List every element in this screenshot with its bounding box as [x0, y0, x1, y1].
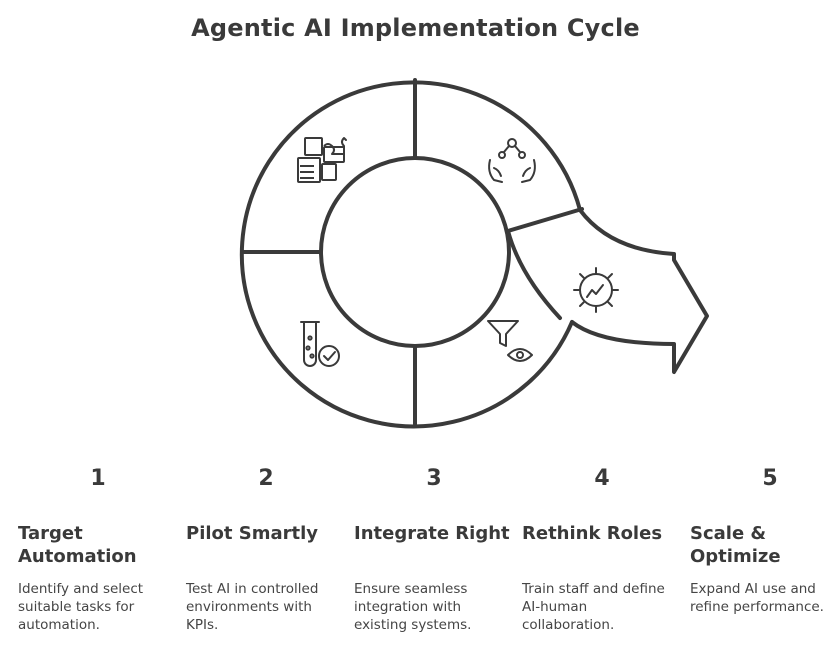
hands-network-icon [488, 138, 536, 183]
step-heading: Target Automation [18, 523, 137, 567]
divider-right [506, 207, 584, 233]
step-5: 5 Scale & Optimize Expand AI use and ref… [690, 466, 831, 616]
step-number: 5 [762, 466, 778, 491]
arrow-outline [570, 208, 709, 374]
step-number: 2 [258, 466, 274, 491]
step-heading: Pilot Smartly [186, 523, 319, 544]
step-description: Ensure seamless integration with existin… [354, 581, 472, 633]
step-heading: Scale & Optimize [690, 523, 781, 567]
test-tube-check-icon [300, 321, 340, 367]
step-2: 2 Pilot Smartly Test AI in controlled en… [186, 466, 346, 634]
step-description: Train staff and define AI-human collabor… [522, 581, 665, 633]
ring-outer-edge [239, 80, 582, 429]
step-number: 1 [90, 466, 106, 491]
ring-inner-circle [319, 156, 511, 348]
step-1: 1 Target Automation Identify and select … [18, 466, 178, 634]
funnel-eye-icon [487, 320, 533, 362]
step-4: 4 Rethink Roles Train staff and define A… [522, 466, 682, 634]
step-description: Identify and select suitable tasks for a… [18, 581, 144, 633]
step-heading: Rethink Roles [522, 523, 663, 544]
gear-chart-icon [573, 267, 619, 313]
puzzle-icon [297, 137, 347, 183]
step-heading: Integrate Right [354, 523, 510, 544]
step-3: 3 Integrate Right Ensure seamless integr… [354, 466, 514, 634]
diagram-title: Agentic AI Implementation Cycle [191, 14, 640, 42]
step-description: Expand AI use and refine performance. [690, 581, 824, 615]
step-number: 3 [426, 466, 442, 491]
step-description: Test AI in controlled environments with … [186, 581, 319, 633]
step-number: 4 [594, 466, 610, 491]
